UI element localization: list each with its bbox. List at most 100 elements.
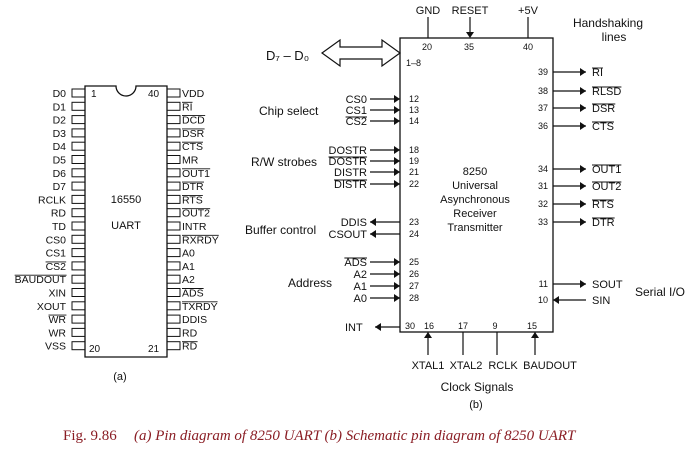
dip-left-pin-7-d6-label: D6	[53, 168, 67, 180]
signal-dtr-pin-33-number: 33	[538, 217, 548, 227]
signal-a1-pin-27-number: 27	[409, 281, 419, 291]
handshaking-heading-line2: lines	[602, 30, 627, 44]
signal-a0-pin-28-number: 28	[409, 293, 419, 303]
signal-distr-pin-21-label: DISTR	[334, 167, 367, 179]
dip-left-pin-15-baudout-label: BAUDOUT	[15, 274, 67, 286]
dip-right-pin-23-ddis-lead	[166, 314, 181, 324]
buffer-control-group-label: Buffer control	[245, 223, 316, 237]
signal-dostr-pin-19-arrowhead	[394, 157, 400, 165]
signal-sout-pin-11-label: SOUT	[592, 279, 623, 291]
dip-right-pin-21-rd-label: RD	[182, 341, 198, 353]
chip-8250-line-2: Universal	[452, 180, 498, 192]
signal-a0-pin-28-arrowhead	[394, 294, 400, 302]
signal-dsr-pin-37-arrowhead	[580, 104, 586, 112]
signal-sin-pin-10-arrowhead	[553, 296, 559, 304]
dip-left-pin-10-rd-lead	[71, 208, 86, 218]
dip-right-pin-39-ri-label: RI	[182, 101, 193, 113]
dip-left-pin-16-xin-label: XIN	[48, 288, 66, 300]
address-group-label: Address	[288, 276, 332, 290]
signal-csout-pin-24-arrowhead	[370, 230, 376, 238]
dip-right-pin-30-intr-lead	[166, 221, 181, 231]
dip-left-pin-14-cs2-label: CS2	[46, 261, 67, 273]
signal-dostr-pin-18-arrowhead	[394, 146, 400, 154]
signal-cs0-pin-12-label: CS0	[346, 94, 367, 106]
dip-right-pin-25-ads-label: ADS	[182, 288, 204, 300]
panel-a-sublabel: (a)	[113, 371, 126, 383]
dip-right-pin-group: VDDRIDCDDSRCTSMROUT1DTRRTSOUT2INTRRXRDYA…	[166, 88, 219, 353]
vcc-label: +5V	[518, 5, 539, 17]
signal-dsr-pin-37-number: 37	[538, 103, 548, 113]
signal-baudout-pin-15-number: 15	[527, 321, 537, 331]
signal-ddis-pin-23-label: DDIS	[341, 217, 367, 229]
dip-left-pin-20-vss-label: VSS	[45, 341, 66, 353]
serial-io-group-label: Serial I/O	[635, 285, 685, 299]
dip-right-pin-24-txrdy-label: TXRDY	[182, 301, 218, 313]
dip-left-pin-13-cs1-lead	[71, 248, 86, 258]
signal-cts-pin-36-label: CTS	[592, 121, 614, 133]
int-label: INT	[345, 322, 363, 334]
signal-a2-pin-26-label: A2	[354, 269, 367, 281]
dip-right-pin-28-a0-lead	[166, 248, 181, 258]
signal-distr-pin-21-arrowhead	[394, 168, 400, 176]
dip-left-pin-18-wr-lead	[71, 314, 86, 324]
dip-right-pin-25-ads-lead	[166, 288, 181, 297]
rw-strobes-group-label: R/W strobes	[251, 155, 317, 169]
dip-right-pin-31-out2-lead	[166, 208, 181, 218]
dip-right-pin-21-rd-lead	[166, 341, 181, 351]
dip-left-pin-group: D0D1D2D3D4D5D6D7RCLKRDTDCS0CS1CS2BAUDOUT…	[14, 88, 86, 353]
dip-pin-40-number: 40	[148, 89, 160, 100]
dip-left-pin-7-d6-lead	[71, 168, 86, 178]
signal-a0-pin-28-label: A0	[354, 293, 367, 305]
dip-right-pin-35-mr-label: MR	[182, 155, 199, 167]
signal-cs2-pin-14-arrowhead	[394, 117, 400, 125]
chip-8250-line-5: Transmitter	[447, 222, 503, 234]
signal-out1-pin-34-arrowhead	[580, 165, 586, 173]
signal-ads-pin-25-label: ADS	[344, 257, 367, 269]
dip-left-pin-3-d2-label: D2	[53, 115, 67, 127]
dip-right-pin-31-out2-label: OUT2	[182, 208, 210, 220]
dip-left-pin-1-d0-lead	[71, 88, 86, 98]
dip-left-pin-8-d7-lead	[71, 181, 86, 191]
dip-right-pin-35-mr-lead	[166, 155, 181, 164]
dip-right-pin-26-a2-label: A2	[182, 274, 195, 286]
signal-baudout-pin-15-arrowhead	[531, 332, 539, 338]
signal-ri-pin-39-label: RI	[592, 67, 603, 79]
dip-right-pin-40-vdd-lead	[166, 88, 181, 98]
signal-ads-pin-25-number: 25	[409, 257, 419, 267]
dip-right-pin-27-a1-lead	[166, 261, 181, 271]
data-bus-label: D₇ – D₀	[266, 48, 309, 63]
caption-figure-number: Fig. 9.86	[63, 428, 117, 444]
dip-left-pin-11-td-lead	[71, 221, 86, 231]
signal-distr-pin-22-arrowhead	[394, 180, 400, 188]
dip-chip-type: UART	[111, 220, 141, 232]
signal-a2-pin-26-arrowhead	[394, 270, 400, 278]
dip-right-pin-38-dcd-lead	[166, 115, 181, 125]
signal-xtal1-pin-16-label: XTAL1	[412, 360, 445, 372]
dip-left-pin-12-cs0-lead	[71, 234, 86, 244]
dip-left-pin-6-d5-lead	[71, 155, 86, 164]
signal-baudout-pin-15-label: BAUDOUT	[523, 360, 577, 372]
panel-b-8250-schematic: 8250 Universal Asynchronous Receiver Tra…	[245, 5, 685, 411]
dip-left-pin-18-wr-label: WR	[49, 314, 67, 326]
dip-right-pin-37-dsr-lead	[166, 128, 181, 138]
signal-xtal1-pin-16-number: 16	[424, 321, 434, 331]
signal-rlsd-pin-38-arrowhead	[580, 87, 586, 95]
chip-8250-line-4: Receiver	[453, 208, 497, 220]
signal-cs2-pin-14-label: CS2	[346, 116, 367, 128]
dip-right-pin-24-txrdy-lead	[166, 301, 181, 311]
signal-dtr-pin-33-arrowhead	[580, 218, 586, 226]
signal-sin-pin-10-label: SIN	[592, 295, 610, 307]
dip-left-pin-1-d0-label: D0	[53, 88, 67, 100]
dip-left-pin-17-xout-label: XOUT	[37, 301, 67, 313]
signal-rclk-pin-9-number: 9	[492, 321, 497, 331]
caption-text: (a) Pin diagram of 8250 UART (b) Schemat…	[134, 428, 577, 444]
signal-dostr-pin-18-number: 18	[409, 145, 419, 155]
dip-right-pin-38-dcd-label: DCD	[182, 115, 205, 127]
dip-package-outline	[84, 85, 168, 358]
signal-rlsd-pin-38-number: 38	[538, 86, 548, 96]
signal-dtr-pin-33-label: DTR	[592, 217, 615, 229]
dip-left-pin-19-wr-label: WR	[49, 327, 67, 339]
signal-dsr-pin-37-label: DSR	[592, 103, 615, 115]
